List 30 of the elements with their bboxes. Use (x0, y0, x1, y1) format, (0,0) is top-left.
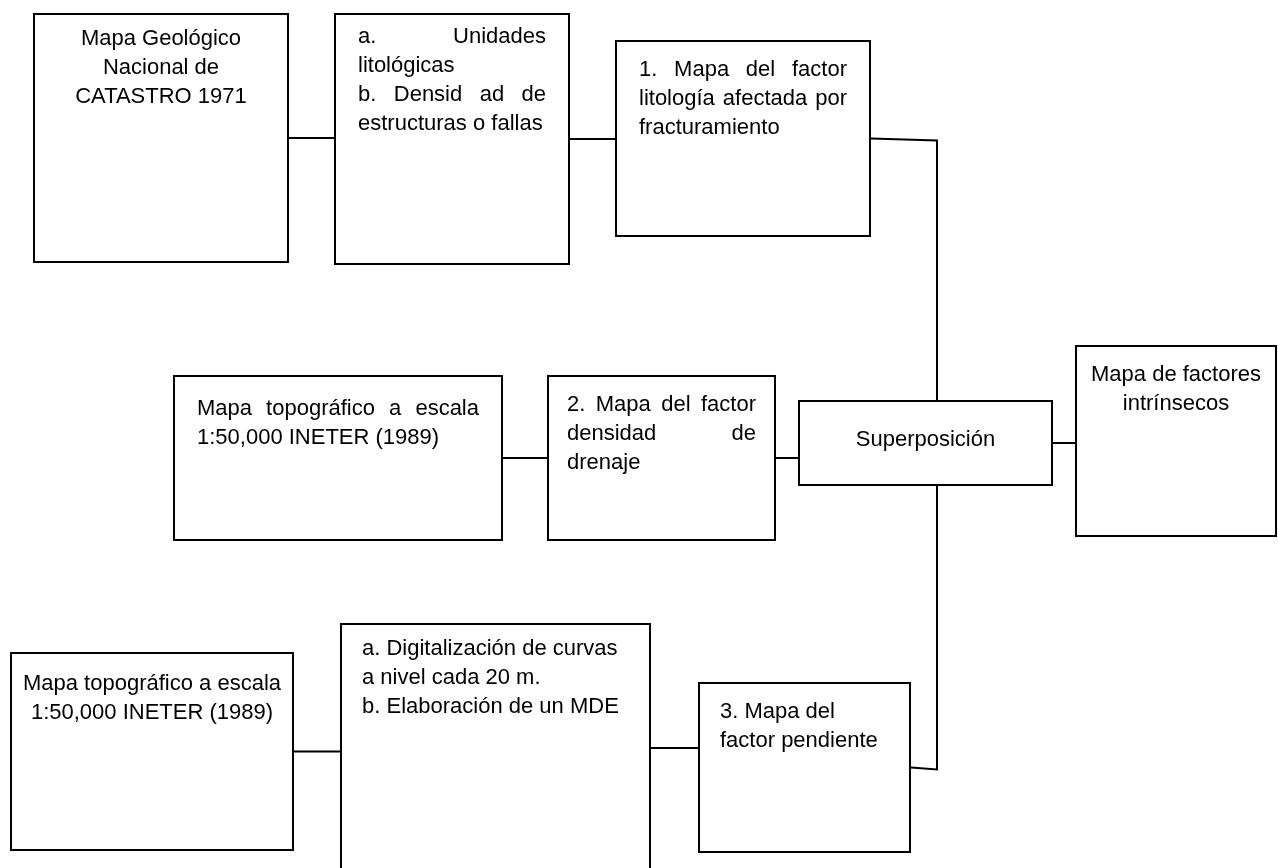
box-text: Mapa Geológico Nacional de CATASTRO 1971 (74, 24, 248, 110)
connector-line (650, 747, 699, 749)
connector-line (569, 138, 616, 140)
box-text: b. Elaboración de un MDE (362, 692, 620, 720)
box-text: Mapa de factores intrínsecos (1090, 360, 1262, 417)
box-text: Superposición (854, 425, 997, 453)
connector-line (288, 137, 335, 139)
connector-line (502, 457, 548, 459)
box-text: Mapa topográfico a escala 1:50,000 INETER (1989) (21, 669, 283, 726)
process-box (340, 623, 651, 868)
connector-line (870, 137, 938, 401)
process-box (798, 400, 1053, 486)
process-box (698, 682, 911, 853)
connector-line (1052, 442, 1076, 444)
box-text: Mapa topográfico a escala 1:50,000 INETER (1989) (197, 394, 479, 451)
box-text: 3. Mapa del factor pendiente (720, 697, 879, 754)
box-text: 2. Mapa del factor densidad de drenaje (567, 390, 756, 476)
process-box (547, 375, 776, 541)
connector-line (910, 485, 938, 771)
process-box (33, 13, 289, 263)
box-text: a. Digitalización de curvas a nivel cada 20 m. (362, 634, 619, 691)
process-box (334, 13, 570, 265)
box-text: 1. Mapa del factor litología afectada por fracturamiento (639, 55, 847, 141)
connector-line (775, 457, 799, 459)
process-box (615, 40, 871, 237)
box-text: b. Densid ad de estructuras o fallas (358, 80, 546, 137)
connector-line (293, 750, 341, 753)
process-box (10, 652, 294, 851)
process-box (1075, 345, 1277, 537)
process-box (173, 375, 503, 541)
